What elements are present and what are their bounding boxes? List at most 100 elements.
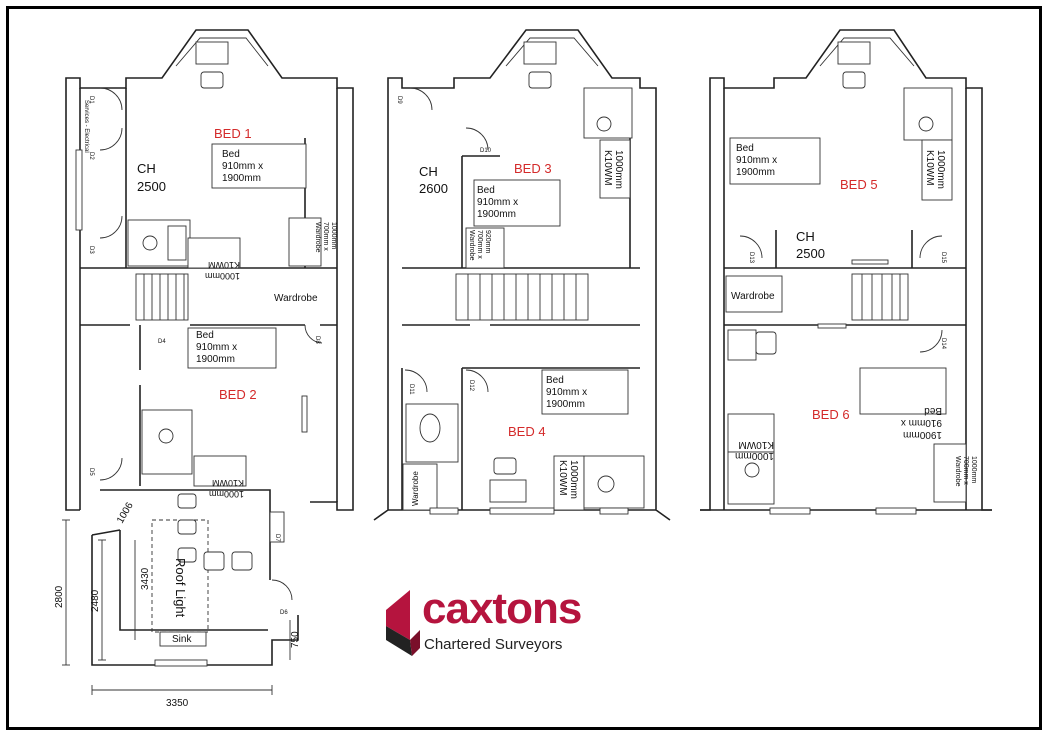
svg-text:1000mm: 1000mm [613, 150, 624, 189]
ch-height-3: 2500 [796, 246, 825, 261]
annex-chairs [177, 493, 285, 571]
plan1-bed1-box [211, 143, 307, 189]
wardrobe-label-1: Wardrobe [274, 293, 318, 304]
svg-text:920mm: 920mm [484, 230, 491, 254]
plan1-k10wm-box-1 [187, 237, 241, 269]
plan1-ensuite-1 [127, 219, 191, 267]
svg-text:700mm x: 700mm x [962, 456, 969, 485]
svg-text:1900mm: 1900mm [903, 429, 942, 440]
plan3-k10wm-box-6 [727, 413, 775, 453]
plan3-ensuite-5 [903, 87, 953, 141]
door-labels-3: D13 D14 D15 [748, 252, 946, 350]
room-label-bed6: BED 6 [812, 407, 850, 422]
svg-text:1900mm: 1900mm [477, 209, 516, 220]
svg-text:1000mm: 1000mm [735, 450, 774, 461]
plan3-wardrobe-lower [933, 443, 967, 503]
services-label: Services - Electrical [83, 100, 89, 153]
room-label-bed2: BED 2 [219, 387, 257, 402]
svg-text:K10WM: K10WM [924, 150, 935, 186]
svg-text:1000mm: 1000mm [205, 271, 240, 281]
plan3-wardrobe-upper [725, 275, 783, 313]
bed-note-3: Bed 910mm x 1900mm [477, 185, 518, 220]
plan2-k10wm-box-4 [553, 455, 585, 511]
k10wm-note-1: K10WM 1000mm [205, 260, 240, 281]
plan3-bed6-box [859, 367, 947, 415]
svg-text:Bed: Bed [546, 375, 564, 386]
roof-light-label: Roof Light [173, 558, 188, 618]
wardrobe-note-1: Wardrobe 700mm x 1000mm [314, 222, 337, 253]
plan1-outer-wall [65, 29, 354, 511]
svg-text:Bed: Bed [196, 330, 214, 341]
svg-text:2480: 2480 [90, 589, 101, 612]
room-label-bed5: BED 5 [840, 177, 878, 192]
svg-text:K10WM: K10WM [212, 478, 244, 488]
svg-text:1000mm: 1000mm [568, 460, 579, 499]
svg-text:D4: D4 [158, 339, 166, 345]
svg-text:2800: 2800 [54, 585, 65, 608]
plan3-desk [727, 329, 757, 361]
door-labels-2: D9 D10 D11 D12 [396, 96, 492, 395]
plan2-wardrobe-box [465, 227, 505, 269]
svg-text:1000mm: 1000mm [935, 150, 946, 189]
plan1-chair [200, 71, 224, 89]
svg-text:Services - Electrical: Services - Electrical [83, 100, 89, 153]
bed-note-1: Bed 910mm x 1900mm [222, 149, 263, 184]
svg-text:D7: D7 [274, 534, 280, 542]
plan1-desk [195, 41, 229, 65]
plan1-k10wm-box-2 [193, 455, 247, 487]
bed-note-2: Bed 910mm x 1900mm [196, 330, 237, 365]
plan2-wc [405, 403, 459, 463]
svg-text:D2: D2 [88, 152, 94, 160]
plan2-desk [489, 479, 527, 503]
ch-height-2: 2600 [419, 181, 448, 196]
svg-text:D5: D5 [88, 468, 94, 476]
k10wm-note-5: K10WM 1000mm [924, 150, 946, 189]
svg-text:Bed: Bed [222, 149, 240, 160]
ch-label-3: CH [796, 229, 815, 244]
svg-text:D12: D12 [468, 380, 474, 392]
floor-plan-1 [62, 29, 354, 695]
k10wm-note-6: K10WM 1000mm [735, 439, 774, 461]
svg-text:Wardrobe: Wardrobe [468, 230, 475, 261]
wardrobe-note-6: Wardrobe 700mm x 1000mm [954, 456, 977, 487]
plan3-bed5-box [729, 137, 821, 185]
bed-note-5: Bed 910mm x 1900mm [736, 143, 777, 178]
svg-text:D9: D9 [396, 96, 402, 104]
door-labels-1: D1 D2 D3 D4 D5 D6 D7 D8 [88, 96, 320, 616]
plan1-wardrobe-box [288, 217, 322, 267]
svg-text:D14: D14 [940, 338, 946, 350]
bed-note-4: Bed 910mm x 1900mm [546, 375, 587, 410]
page-border [6, 6, 1042, 730]
plan1-annex-wall [91, 535, 299, 666]
k10wm-note-2: K10WM 1000mm [209, 478, 244, 499]
svg-text:910mm x: 910mm x [736, 155, 777, 166]
svg-text:1900mm: 1900mm [222, 173, 261, 184]
svg-text:1900mm: 1900mm [546, 399, 585, 410]
annex-window [154, 659, 208, 667]
ch-height-1: 2500 [137, 179, 166, 194]
svg-text:910mm x: 910mm x [477, 197, 518, 208]
room-label-bed4: BED 4 [508, 424, 546, 439]
svg-text:910mm x: 910mm x [546, 387, 587, 398]
svg-text:1006: 1006 [115, 500, 136, 525]
svg-text:3430: 3430 [140, 567, 151, 590]
svg-text:Bed: Bed [477, 185, 495, 196]
svg-text:Wardrobe: Wardrobe [314, 222, 321, 253]
svg-text:D3: D3 [88, 246, 94, 254]
ch-label-1: CH [137, 161, 156, 176]
svg-text:700mm x: 700mm x [476, 230, 483, 259]
plan2-stairs [455, 273, 589, 321]
svg-text:D11: D11 [408, 384, 414, 395]
svg-text:Bed: Bed [736, 143, 754, 154]
plan2-bed4-box [541, 369, 629, 415]
svg-text:K10WM: K10WM [208, 260, 240, 270]
svg-text:1000mm: 1000mm [209, 489, 244, 499]
svg-text:700mm x: 700mm x [322, 222, 329, 251]
svg-text:D13: D13 [748, 252, 754, 264]
company-logo: caxtons Chartered Surveyors [384, 584, 654, 660]
svg-text:K10WM: K10WM [738, 439, 774, 450]
plan1-stairs [135, 273, 189, 321]
svg-text:Wardrobe: Wardrobe [411, 471, 420, 506]
sink-label: Sink [172, 634, 192, 645]
logo-tagline: Chartered Surveyors [424, 636, 563, 653]
